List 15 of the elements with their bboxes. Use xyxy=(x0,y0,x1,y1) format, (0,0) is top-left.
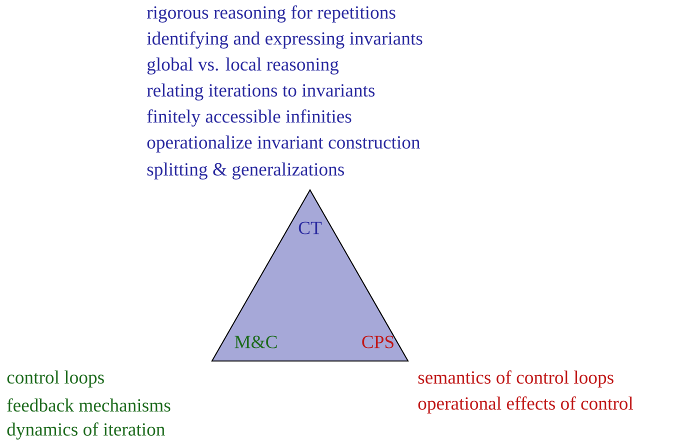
list-item: feedback mechanisms xyxy=(7,398,170,412)
list-item: dynamics of iteration xyxy=(7,422,165,440)
list-item: identifying and expressing invariants xyxy=(147,31,422,49)
list-item: global vs. local reasoning xyxy=(147,58,339,74)
list-item: finitely accessible infinities xyxy=(147,109,352,127)
list-item: splitting & generalizations xyxy=(147,162,344,180)
list-item: semantics of control loops xyxy=(418,370,614,388)
list-item: relating iterations to invariants xyxy=(146,84,375,100)
vertex-label: CPS xyxy=(362,336,394,348)
vertex-label: CT xyxy=(298,222,322,234)
list-item: operational effects of control xyxy=(418,396,634,414)
list-item: control loops xyxy=(7,370,104,388)
list-item: operationalize invariant construction xyxy=(147,136,420,152)
list-item: rigorous reasoning for repetitions xyxy=(146,5,396,23)
vertex-label: M&C xyxy=(234,336,277,348)
